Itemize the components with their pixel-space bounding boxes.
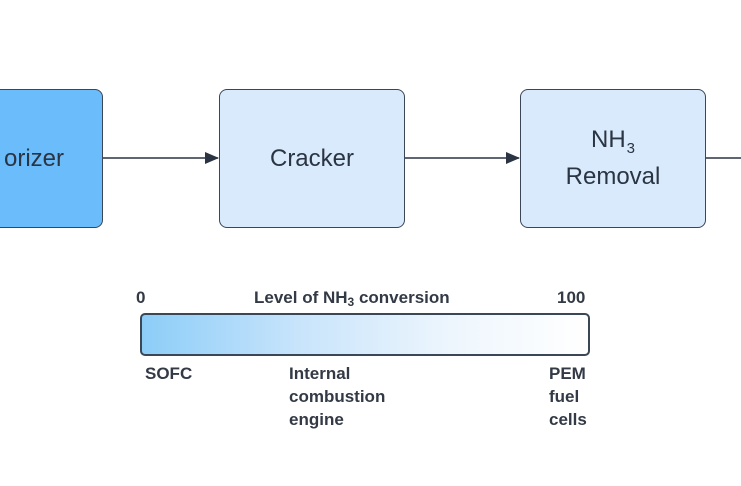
- vaporizer-node: orizer: [0, 89, 103, 228]
- scale-min-label: 0: [136, 288, 146, 307]
- application-ice-line-1: Internal: [289, 364, 351, 383]
- nh3-removal-label-line1: NH3: [591, 126, 635, 163]
- scale-title-suffix: conversion: [354, 288, 450, 307]
- nh3-removal-label-line2: Removal: [565, 163, 661, 190]
- application-internal-combustion-engine: Internal combustion engine: [289, 362, 419, 431]
- nh3-removal-label-main: NH: [590, 126, 626, 153]
- nh3-removal-label-subscript: 3: [626, 140, 635, 157]
- application-sofc: SOFC: [145, 362, 192, 385]
- scale-title: Level of NH3 conversion: [254, 287, 450, 313]
- application-ice-line-2: combustion: [289, 387, 386, 406]
- nh3-removal-node: NH3 Removal: [520, 89, 706, 228]
- cracker-node: Cracker: [219, 89, 405, 228]
- vaporizer-label: orizer: [3, 144, 64, 172]
- scale-title-prefix: Level of NH: [254, 288, 348, 307]
- application-pem-line-3: cells: [549, 410, 587, 429]
- conversion-gradient-bar: [140, 313, 590, 356]
- application-pem-line-2: fuel: [549, 387, 580, 406]
- application-pem-line-1: PEM: [549, 364, 586, 383]
- scale-title-subscript: 3: [347, 295, 355, 309]
- application-pem-fuel-cells: PEM fuel cells: [549, 362, 609, 431]
- scale-max-label: 100: [557, 288, 586, 307]
- application-ice-line-3: engine: [289, 410, 344, 429]
- application-sofc-line: SOFC: [145, 364, 193, 383]
- cracker-label: Cracker: [269, 144, 354, 172]
